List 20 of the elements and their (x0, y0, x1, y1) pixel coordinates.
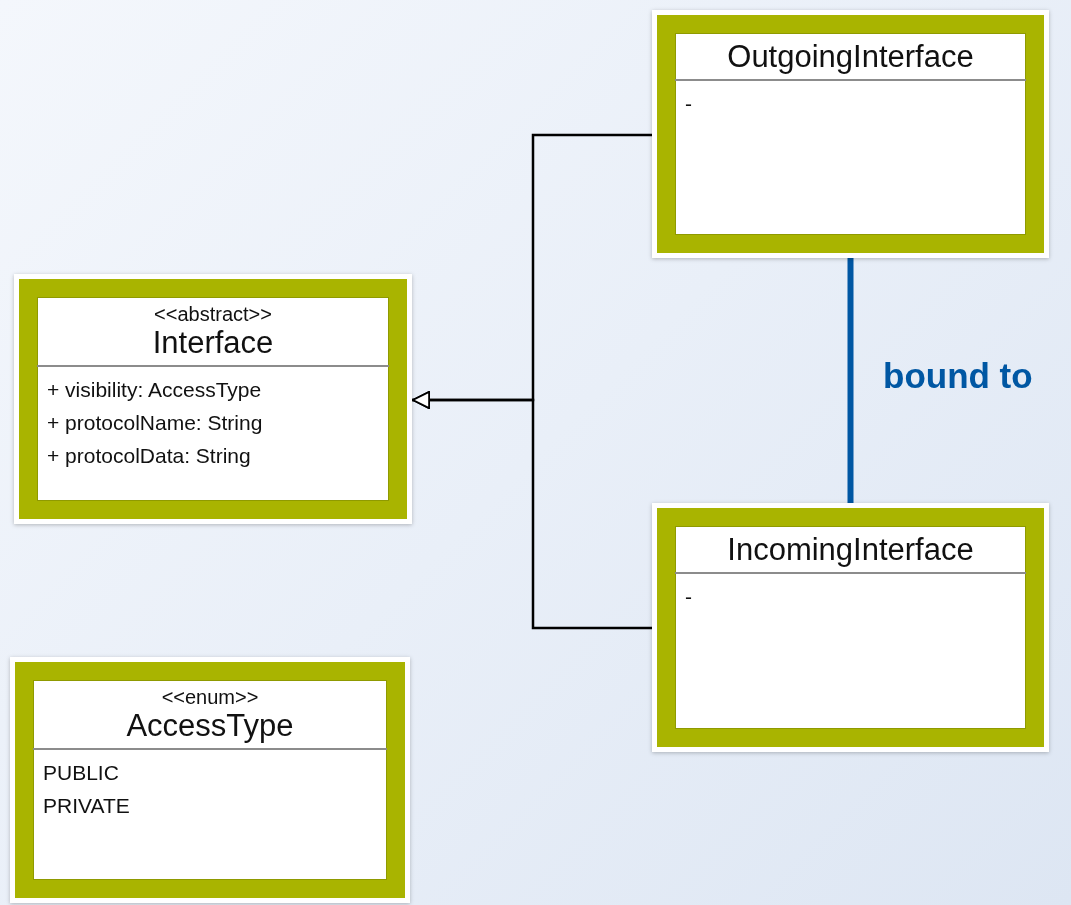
class-member: + protocolData: String (47, 443, 252, 469)
association-line (847, 258, 854, 503)
class-member: PRIVATE (43, 793, 131, 819)
class-member: PUBLIC (43, 760, 120, 786)
class-member: + visibility: AccessType (47, 377, 263, 403)
class-name: Interface (151, 325, 275, 361)
class-name: OutgoingInterface (726, 39, 975, 75)
edge-label: bound to (883, 356, 1033, 396)
stereotype-label: <<enum>> (160, 686, 260, 708)
class-box (652, 10, 1049, 258)
class-box (14, 274, 412, 524)
class-member: - (685, 584, 693, 610)
class-box (652, 503, 1049, 752)
class-name: IncomingInterface (726, 532, 975, 568)
generalization-arrow (412, 391, 652, 630)
class-member: - (685, 91, 693, 117)
class-member: + protocolName: String (47, 410, 264, 436)
stereotype-label: <<abstract>> (153, 303, 273, 325)
class-name: AccessType (125, 708, 295, 744)
class-box (10, 657, 410, 903)
